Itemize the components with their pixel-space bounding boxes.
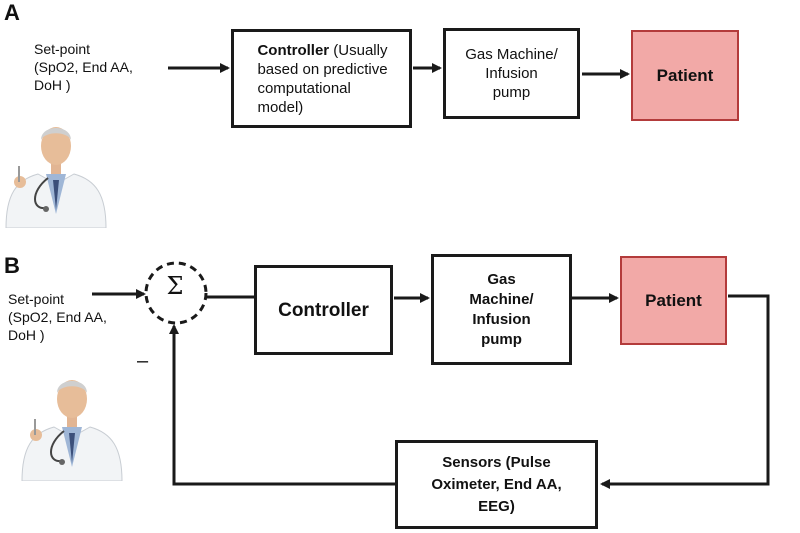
panel-b-label: B	[4, 253, 20, 278]
panel-b-controller-box: Controller	[254, 265, 393, 355]
controller-desc-line: computational	[257, 79, 351, 97]
gas-line: Gas Machine/	[465, 46, 558, 63]
arrow-patient-to-sensors	[600, 294, 770, 489]
panel-a-setpoint-label: Set-point (SpO2, End AA, DoH )	[34, 40, 133, 94]
panel-a-patient-box: Patient	[631, 30, 739, 121]
arrow-sensors-to-sum	[169, 324, 395, 486]
controller-desc-line: based on predictive	[257, 60, 388, 78]
patient-label: Patient	[645, 291, 702, 310]
setpoint-line: (SpO2, End AA,	[8, 309, 107, 325]
setpoint-line: Set-point	[8, 291, 65, 307]
doctor-image	[21, 380, 123, 481]
controller-label: Controller	[278, 299, 369, 321]
controller-desc-line: model)	[257, 98, 304, 116]
panel-a-controller-box: Controller (Usually based on predictive …	[231, 29, 412, 128]
controller-title: Controller	[257, 41, 330, 59]
gas-line: Machine/	[469, 290, 534, 308]
panel-a-label: A	[4, 0, 20, 25]
setpoint-line: DoH )	[8, 327, 45, 343]
panel-b-sensors-box: Sensors (Pulse Oximeter, End AA, EEG)	[395, 440, 598, 529]
gas-line: pump	[492, 84, 531, 101]
gas-line: Infusion	[485, 65, 538, 82]
panel-b-patient-box: Patient	[620, 256, 727, 345]
minus-sign: –	[137, 350, 149, 372]
gas-line: pump	[481, 330, 522, 348]
panel-b-setpoint-label: Set-point (SpO2, End AA, DoH )	[8, 290, 107, 344]
controller-desc-line: (Usually	[333, 41, 388, 59]
doctor-image	[5, 127, 107, 228]
sensor-line: Sensors (Pulse	[442, 453, 551, 471]
gas-line: Gas	[487, 270, 516, 288]
setpoint-line: (SpO2, End AA,	[34, 59, 133, 75]
panel-b-gas-machine-box: Gas Machine/ Infusion pump	[431, 254, 572, 365]
panel-a-gas-machine-box: Gas Machine/ Infusion pump	[443, 28, 580, 119]
gas-line: Infusion	[472, 310, 531, 328]
summing-junction	[144, 261, 208, 325]
setpoint-line: Set-point	[34, 41, 91, 57]
sensor-line: EEG)	[478, 497, 515, 515]
patient-label: Patient	[656, 66, 714, 85]
summing-junction-sigma: Σ	[166, 272, 184, 300]
setpoint-line: DoH )	[34, 77, 71, 93]
sensor-line: Oximeter, End AA,	[431, 475, 562, 493]
